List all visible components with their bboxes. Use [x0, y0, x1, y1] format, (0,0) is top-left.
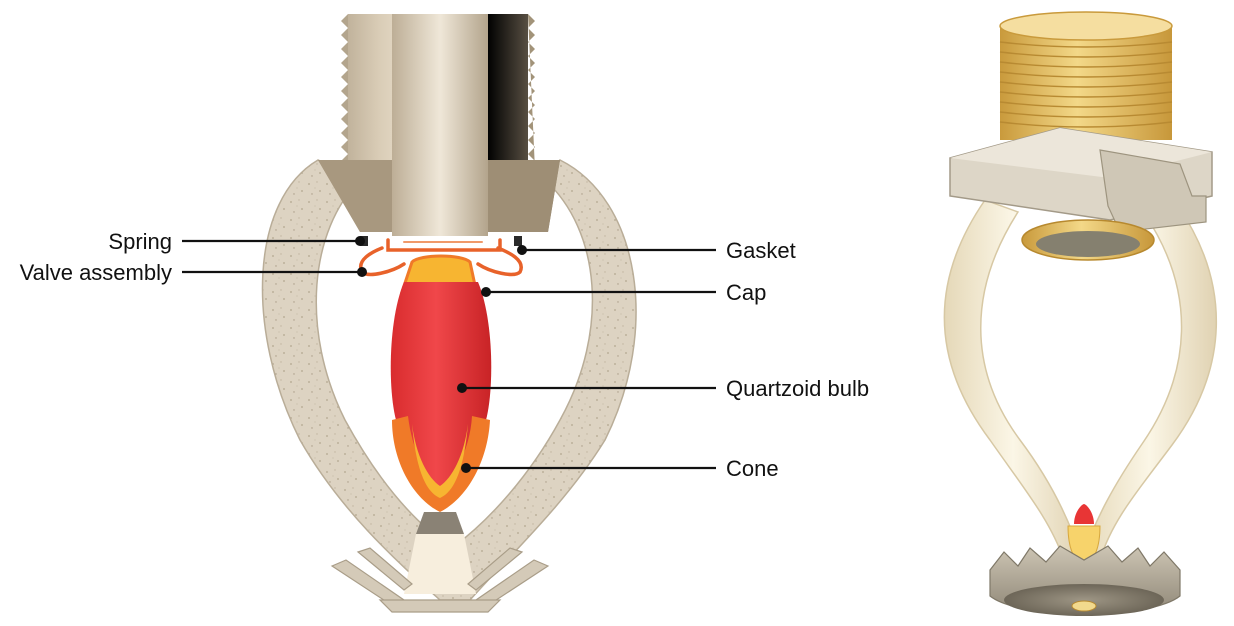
- water-cone: [404, 534, 476, 594]
- outlet-bore: [1036, 231, 1140, 257]
- quartzoid-bulb-dot: [457, 383, 467, 393]
- spring-nub-right: [514, 236, 522, 246]
- rendered-sprinkler: [944, 12, 1216, 616]
- valve-assembly-label: Valve assembly: [20, 260, 172, 285]
- deflector-center: [1072, 601, 1096, 611]
- gasket-label: Gasket: [726, 238, 796, 263]
- pipe-threads-right: [528, 14, 535, 170]
- valve-assembly-dot: [357, 267, 367, 277]
- cross-section-sprinkler: [262, 14, 636, 612]
- cap-label: Cap: [726, 280, 766, 305]
- spring-label: Spring: [108, 229, 172, 254]
- bulb-small: [1074, 504, 1094, 524]
- cone-dot: [461, 463, 471, 473]
- brass-top-rim: [1000, 12, 1172, 40]
- cone-label: Cone: [726, 456, 779, 481]
- cap-dot: [481, 287, 491, 297]
- pipe-threads-left: [341, 14, 348, 163]
- deflector-pin: [416, 512, 464, 534]
- spring-dot: [355, 236, 365, 246]
- pipe-shoulder-right: [488, 160, 560, 232]
- pipe-bore: [392, 14, 488, 236]
- gasket-dot: [517, 245, 527, 255]
- quartzoid-bulb-label: Quartzoid bulb: [726, 376, 869, 401]
